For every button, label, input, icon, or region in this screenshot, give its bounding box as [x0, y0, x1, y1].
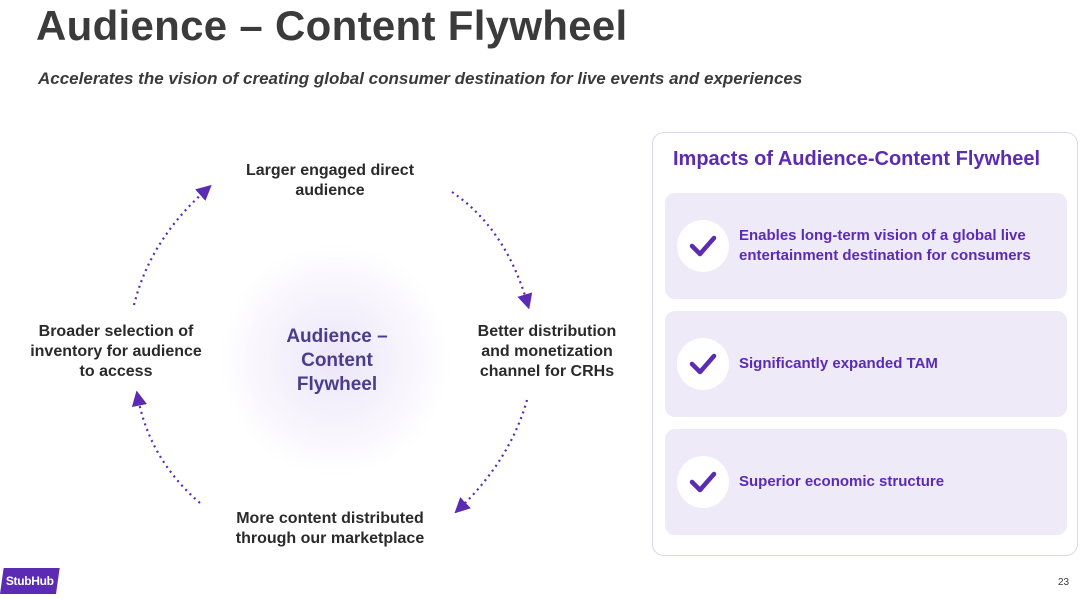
impact-text: Enables long-term vision of a global liv… — [739, 227, 1031, 264]
flywheel-center-glow — [220, 245, 450, 475]
flywheel-node-right: Better distribution and monetization cha… — [477, 323, 617, 380]
flywheel-node-top: Larger engaged direct audience — [245, 162, 415, 199]
impact-text: Superior economic structure — [739, 473, 945, 490]
check-icon — [677, 456, 729, 508]
flywheel-node-bottom: More content distributed through our mar… — [235, 510, 425, 547]
arrow-right-to-bottom — [454, 399, 529, 514]
impact-card: Superior economic structure — [665, 429, 1067, 535]
arrow-top-to-right — [451, 191, 533, 310]
check-icon — [677, 338, 729, 390]
slide-subtitle: Accelerates the vision of creating globa… — [38, 69, 803, 88]
stubhub-logo: StubHub — [0, 568, 60, 594]
impact-card: Significantly expanded TAM — [665, 311, 1067, 417]
flywheel-center-label: Audience – Content Flywheel — [286, 326, 388, 395]
impact-card: Enables long-term vision of a global liv… — [665, 193, 1067, 299]
flywheel-node-left: Broader selection of inventory for audie… — [30, 323, 202, 380]
page-number: 23 — [1058, 577, 1070, 588]
arrow-left-to-top — [132, 184, 212, 306]
check-icon — [677, 220, 729, 272]
impacts-title: Impacts of Audience-Content Flywheel — [673, 148, 1041, 170]
arrow-bottom-to-left — [131, 390, 201, 504]
impacts-panel: Impacts of Audience-Content Flywheel Ena… — [652, 132, 1078, 556]
impact-text: Significantly expanded TAM — [739, 355, 938, 372]
slide-title: Audience – Content Flywheel — [36, 2, 628, 49]
